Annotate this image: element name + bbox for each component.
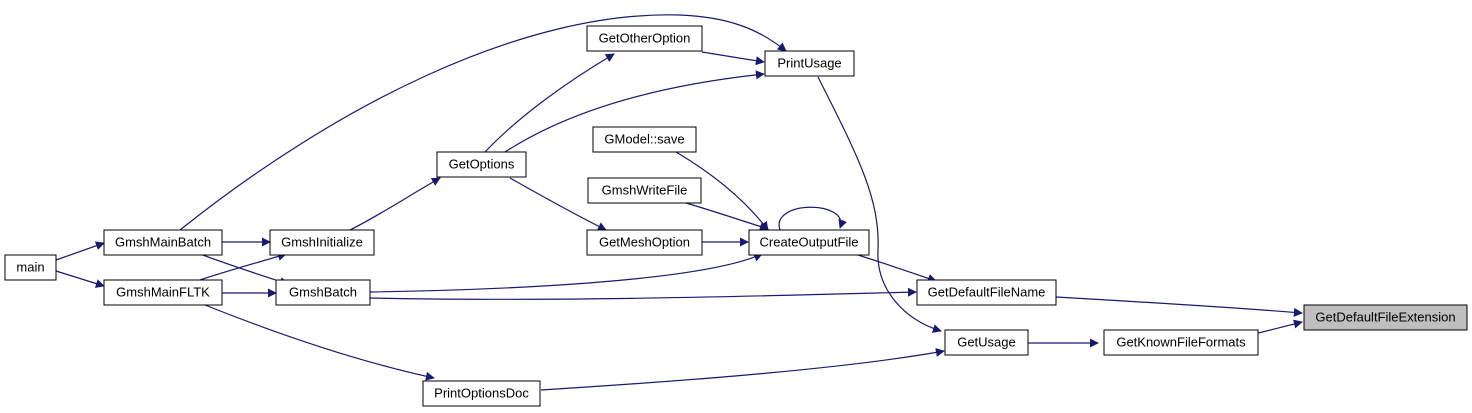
edge-getdefaultfilename-getdefaultfileextension	[1055, 296, 1303, 317]
edge-printoptionsdoc-getusage	[540, 348, 945, 391]
node-getdefaultfileextension[interactable]: GetDefaultFileExtension	[1303, 304, 1468, 331]
node-getoptions[interactable]: GetOptions	[436, 151, 527, 178]
node-main[interactable]: main	[4, 254, 57, 281]
node-gmodelsave[interactable]: GModel::save	[592, 126, 697, 153]
edge-printusage-getusage	[817, 76, 942, 333]
edge-gmshbatch-getdefaultfilename	[369, 287, 917, 300]
edge-gmshmainfltk-gmshinitialize	[199, 252, 287, 281]
node-gmshmainbatch[interactable]: GmshMainBatch	[103, 229, 223, 256]
node-getotheroption[interactable]: GetOtherOption	[586, 25, 703, 52]
node-createoutputfile[interactable]: CreateOutputFile	[748, 229, 870, 256]
node-getotheroption-label: GetOtherOption	[599, 30, 691, 45]
edge-getoptions-getotheroption	[484, 53, 615, 153]
node-gmshbatch-label: GmshBatch	[289, 284, 357, 299]
edges	[55, 14, 1303, 391]
edge-main-gmshmainbatch	[55, 241, 105, 261]
edge-gmshwritefile-createoutputfile	[685, 202, 769, 231]
edge-createoutputfile-getdefaultfilename	[854, 253, 937, 283]
node-getdefaultfileextension-label: GetDefaultFileExtension	[1315, 309, 1455, 324]
edge-getoptions-getmeshoption	[509, 177, 607, 231]
edge-getknownfileformats-getdefaultfileextension	[1257, 319, 1303, 334]
node-getusage-label: GetUsage	[957, 334, 1016, 349]
node-getoptions-label: GetOptions	[449, 156, 515, 171]
edge-gmodelsave-createoutputfile	[675, 151, 769, 231]
node-getmeshoption-label: GetMeshOption	[599, 234, 690, 249]
edge-getoptions-printusage	[504, 70, 765, 153]
node-getknownfileformats[interactable]: GetKnownFileFormats	[1103, 329, 1259, 356]
edge-createoutputfile-self	[778, 206, 847, 231]
node-gmshmainfltk-label: GmshMainFLTK	[116, 284, 210, 299]
node-getdefaultfilename[interactable]: GetDefaultFileName	[916, 279, 1057, 306]
node-main-label: main	[16, 259, 44, 274]
node-getknownfileformats-label: GetKnownFileFormats	[1116, 334, 1246, 349]
node-gmshbatch[interactable]: GmshBatch	[275, 279, 371, 306]
edge-gmshmainfltk-printoptionsdoc	[204, 304, 435, 381]
edge-main-gmshmainfltk	[55, 270, 105, 288]
node-gmshinitialize[interactable]: GmshInitialize	[269, 229, 375, 256]
edge-gmshinitialize-getoptions	[349, 177, 441, 231]
node-gmodelsave-label: GModel::save	[604, 131, 684, 146]
node-printusage-label: PrintUsage	[777, 55, 841, 70]
node-gmshwritefile[interactable]: GmshWriteFile	[587, 177, 702, 204]
node-gmshwritefile-label: GmshWriteFile	[602, 182, 688, 197]
node-gmshmainbatch-label: GmshMainBatch	[115, 234, 211, 249]
node-printusage[interactable]: PrintUsage	[764, 50, 855, 77]
node-gmshmainfltk[interactable]: GmshMainFLTK	[103, 279, 223, 306]
node-createoutputfile-label: CreateOutputFile	[760, 234, 859, 249]
edge-gmshmainbatch-printusage	[179, 14, 787, 231]
edge-getotheroption-printusage	[701, 51, 765, 66]
node-getusage[interactable]: GetUsage	[944, 329, 1029, 356]
edge-gmshbatch-createoutputfile	[369, 253, 763, 293]
node-printoptionsdoc-label: PrintOptionsDoc	[434, 385, 529, 400]
node-getdefaultfilename-label: GetDefaultFileName	[928, 284, 1046, 299]
node-getmeshoption[interactable]: GetMeshOption	[586, 229, 703, 256]
node-printoptionsdoc[interactable]: PrintOptionsDoc	[422, 380, 541, 407]
node-gmshinitialize-label: GmshInitialize	[281, 234, 363, 249]
